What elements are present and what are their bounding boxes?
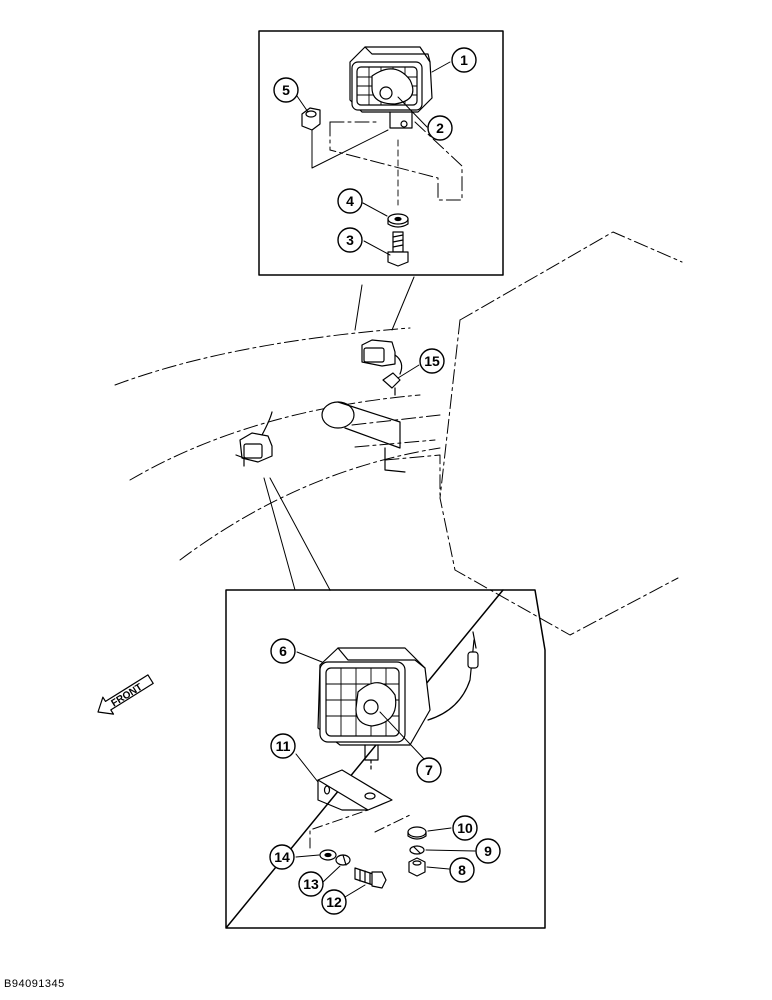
washer-14 <box>319 849 337 861</box>
bracket-11 <box>317 769 393 811</box>
bolt-3 <box>387 231 409 267</box>
bracket-leader <box>309 809 413 849</box>
top-detail-frame <box>258 30 504 276</box>
bolt-12 <box>354 867 387 889</box>
callout-3: 3 <box>337 227 363 253</box>
nut-8 <box>408 857 426 877</box>
svg-text:6: 6 <box>279 643 287 659</box>
work-lamp-upper <box>349 46 433 129</box>
callout-1: 1 <box>451 47 477 73</box>
svg-text:8: 8 <box>458 862 466 878</box>
svg-text:5: 5 <box>282 82 290 98</box>
inset-pointer-lines <box>263 276 415 591</box>
work-lamp-lower <box>317 631 479 771</box>
leader-lines-bottom <box>295 651 476 898</box>
lock-washer-9 <box>409 845 425 855</box>
work-lamp-upper-installed <box>361 339 403 396</box>
bottom-detail-frame <box>225 589 546 929</box>
callout-5: 5 <box>273 77 299 103</box>
washer-10 <box>407 826 427 840</box>
svg-text:15: 15 <box>424 353 440 369</box>
callout-2: 2 <box>427 115 453 141</box>
svg-text:12: 12 <box>326 894 342 910</box>
svg-text:7: 7 <box>425 762 433 778</box>
callout-8: 8 <box>449 857 475 883</box>
svg-text:2: 2 <box>436 120 444 136</box>
callout-12: 12 <box>321 889 347 915</box>
lock-washer-13 <box>335 854 351 866</box>
nut-5 <box>301 107 321 131</box>
callout-7: 7 <box>416 757 442 783</box>
front-direction-arrow: FRONT <box>97 674 154 715</box>
svg-text:3: 3 <box>346 232 354 248</box>
callout-15: 15 <box>419 348 445 374</box>
callout-6: 6 <box>270 638 296 664</box>
handrail-grip <box>321 401 406 473</box>
svg-text:11: 11 <box>276 738 291 754</box>
callout-4: 4 <box>337 188 363 214</box>
svg-text:10: 10 <box>457 820 473 836</box>
svg-text:4: 4 <box>346 193 354 209</box>
cab-outline <box>114 231 683 636</box>
callout-14: 14 <box>269 844 295 870</box>
svg-text:13: 13 <box>303 876 319 892</box>
svg-text:9: 9 <box>484 843 492 859</box>
washer-4 <box>387 213 409 228</box>
figure-id: B94091345 <box>4 978 65 990</box>
svg-text:14: 14 <box>274 849 290 865</box>
callout-10: 10 <box>452 815 478 841</box>
callout-13: 13 <box>298 871 324 897</box>
callout-11: 11 <box>270 733 296 759</box>
svg-text:1: 1 <box>460 52 468 68</box>
mount-plate-outline <box>329 121 463 201</box>
leader-line-nut <box>311 121 389 169</box>
leader-15 <box>397 364 420 379</box>
callout-9: 9 <box>475 838 501 864</box>
work-lamp-lower-installed <box>235 411 273 467</box>
leader-lines-top <box>296 61 451 256</box>
